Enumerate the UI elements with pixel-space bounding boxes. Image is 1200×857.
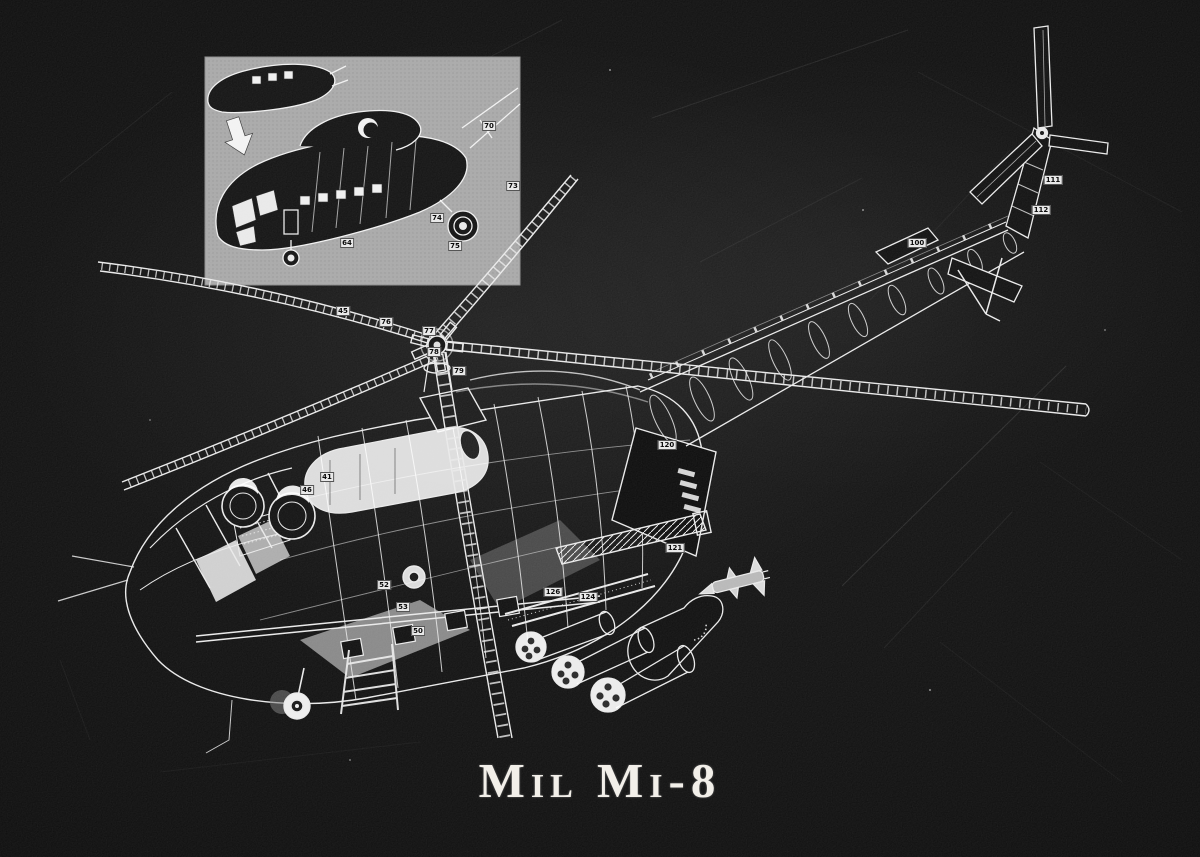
poster-title: Mil Mi-8 [478, 753, 722, 808]
